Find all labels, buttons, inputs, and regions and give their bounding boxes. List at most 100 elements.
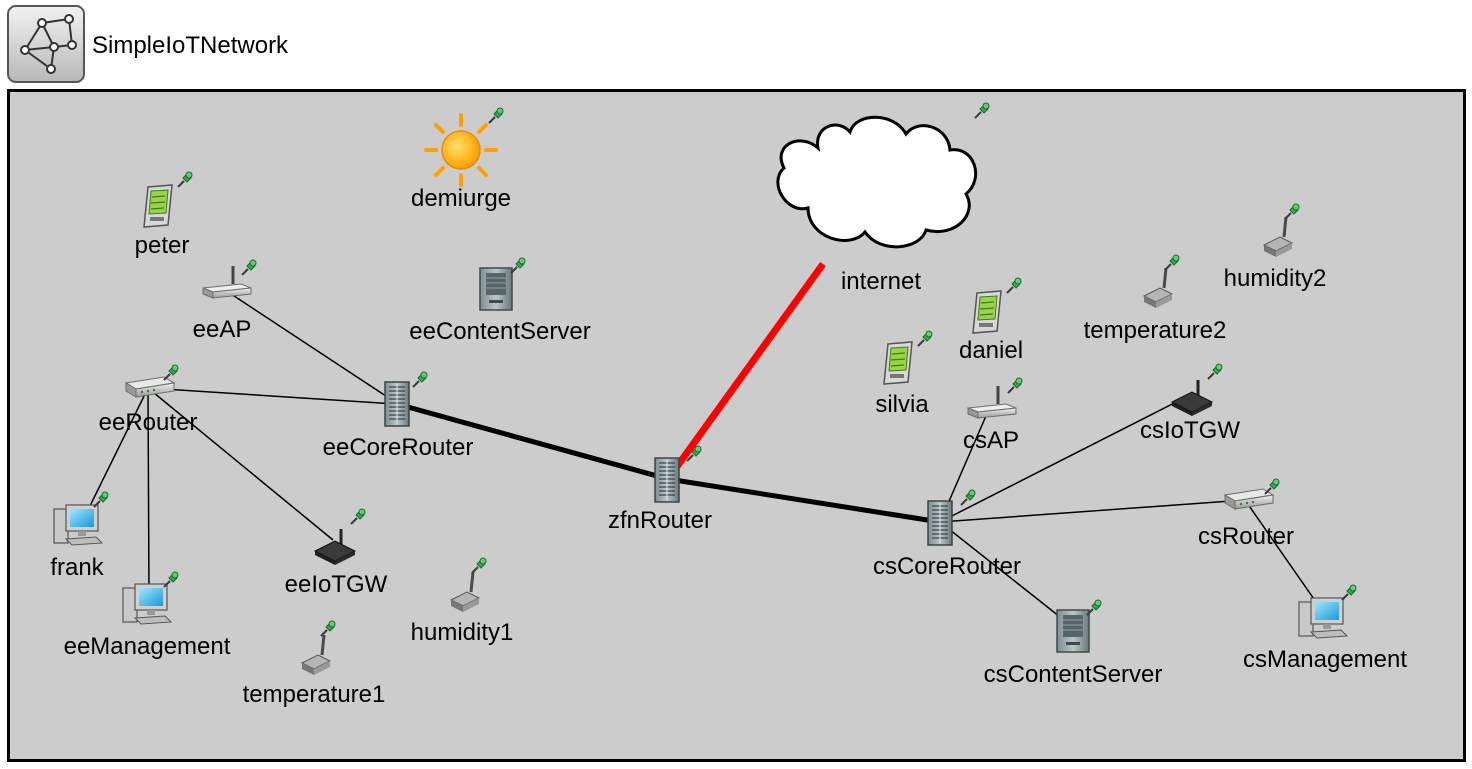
node-label: eeManagement <box>64 633 231 660</box>
server-icon <box>479 267 513 311</box>
node-csContentServer[interactable]: csContentServer <box>984 599 1163 688</box>
server-icon <box>1056 609 1090 653</box>
node-label: demiurge <box>411 185 511 212</box>
pc-icon <box>1298 597 1348 639</box>
pin-icon <box>241 259 257 276</box>
link-eeCoreRouter-zfnRouter <box>396 401 669 482</box>
pin-icon <box>1164 254 1180 271</box>
node-peter[interactable]: peter <box>135 171 193 259</box>
link-eeRouter-eeCoreRouter <box>147 387 396 405</box>
node-label: eeContentServer <box>409 318 590 345</box>
node-demiurge[interactable]: demiurge <box>411 107 511 212</box>
sun-icon <box>424 113 498 187</box>
node-temperature2[interactable]: temperature2 <box>1084 254 1227 344</box>
node-label: zfnRouter <box>608 507 712 534</box>
node-label: silvia <box>875 391 929 418</box>
link-csCoreRouter-csIoTGW <box>939 393 1193 523</box>
network-title: SimpleIoTNetwork <box>92 32 289 59</box>
router-icon <box>125 376 175 398</box>
node-label: peter <box>135 232 190 259</box>
pin-icon <box>510 257 526 274</box>
pin-icon <box>974 102 990 119</box>
node-eeContentServer[interactable]: eeContentServer <box>409 257 591 345</box>
cloud-icon <box>776 115 977 249</box>
pin-icon <box>320 620 336 637</box>
link-zfnRouter-csCoreRouter <box>667 476 941 525</box>
network-icon <box>7 5 85 83</box>
node-label: csIoTGW <box>1140 417 1240 444</box>
pin-icon <box>471 557 487 574</box>
core-router-icon <box>654 457 680 503</box>
node-csManagement[interactable]: csManagement <box>1243 584 1407 673</box>
iot-gateway-icon <box>1170 378 1214 418</box>
pin-icon <box>163 364 179 381</box>
iot-gateway-icon <box>313 527 357 567</box>
node-eeIoTGW[interactable]: eeIoTGW <box>285 508 388 598</box>
pc-icon <box>122 583 172 625</box>
node-zfnRouter[interactable]: zfnRouter <box>608 445 712 534</box>
node-label: frank <box>50 554 104 581</box>
node-label: csCoreRouter <box>873 553 1021 580</box>
node-eeManagement[interactable]: eeManagement <box>64 571 231 660</box>
node-label: eeIoTGW <box>285 571 388 598</box>
link-eeAP-eeCoreRouter <box>227 291 396 403</box>
pc-icon <box>53 504 103 546</box>
pin-icon <box>177 171 193 188</box>
link-csCoreRouter-csRouter <box>939 499 1246 523</box>
pda-icon <box>143 184 173 228</box>
link-zfnRouter-internet <box>665 261 826 482</box>
pin-icon <box>1007 377 1023 394</box>
node-eeRouter[interactable]: eeRouter <box>99 364 198 436</box>
pin-icon <box>960 489 976 506</box>
node-csIoTGW[interactable]: csIoTGW <box>1140 363 1240 444</box>
node-csAP[interactable]: csAP <box>963 377 1023 454</box>
node-label: csAP <box>963 427 1019 454</box>
node-temperature1[interactable]: temperature1 <box>243 620 386 708</box>
node-csRouter[interactable]: csRouter <box>1198 478 1294 550</box>
node-label: temperature2 <box>1084 317 1227 344</box>
sensor-icon <box>1142 266 1174 310</box>
node-label: internet <box>841 268 921 295</box>
links-layer <box>87 261 1324 629</box>
pda-icon <box>883 341 913 385</box>
node-csCoreRouter[interactable]: csCoreRouter <box>873 489 1021 580</box>
pin-icon <box>1086 599 1102 616</box>
link-eeRouter-eeIoTGW <box>147 387 334 541</box>
node-internet[interactable]: internet <box>776 102 990 295</box>
node-frank[interactable]: frank <box>50 491 109 581</box>
pin-icon <box>163 571 179 588</box>
pin-icon <box>1207 363 1223 380</box>
node-humidity2[interactable]: humidity2 <box>1224 203 1327 292</box>
link-csRouter-csManagement <box>1244 499 1324 613</box>
sensor-icon <box>1262 215 1294 259</box>
pda-icon <box>972 290 1002 334</box>
link-eeRouter-frank <box>87 387 149 511</box>
pin-icon <box>412 371 428 388</box>
pin-icon <box>917 330 933 347</box>
node-label: humidity2 <box>1224 265 1327 292</box>
node-eeCoreRouter[interactable]: eeCoreRouter <box>323 371 474 461</box>
node-eeAP[interactable]: eeAP <box>193 259 257 343</box>
node-label: humidity1 <box>411 619 514 646</box>
node-label: daniel <box>959 337 1023 364</box>
pin-icon <box>1006 277 1022 294</box>
node-daniel[interactable]: daniel <box>959 277 1023 364</box>
node-label: eeAP <box>193 316 252 343</box>
core-router-icon <box>927 500 953 546</box>
access-point-icon <box>201 264 253 300</box>
node-label: csRouter <box>1198 523 1294 550</box>
link-eeRouter-eeManagement <box>147 387 150 597</box>
node-silvia[interactable]: silvia <box>875 330 933 418</box>
core-router-icon <box>384 381 410 427</box>
link-csCoreRouter-csContentServer <box>939 521 1075 629</box>
pin-icon <box>1264 478 1280 495</box>
node-label: eeCoreRouter <box>323 434 474 461</box>
node-label: eeRouter <box>99 409 198 436</box>
node-humidity1[interactable]: humidity1 <box>411 557 514 646</box>
pin-icon <box>488 107 504 124</box>
pin-icon <box>1284 203 1300 220</box>
sensor-icon <box>449 570 481 614</box>
node-label: csContentServer <box>984 661 1163 688</box>
network-canvas: demiurge internet peter eeAP eeContentSe… <box>7 89 1466 762</box>
pin-icon <box>1341 584 1357 601</box>
